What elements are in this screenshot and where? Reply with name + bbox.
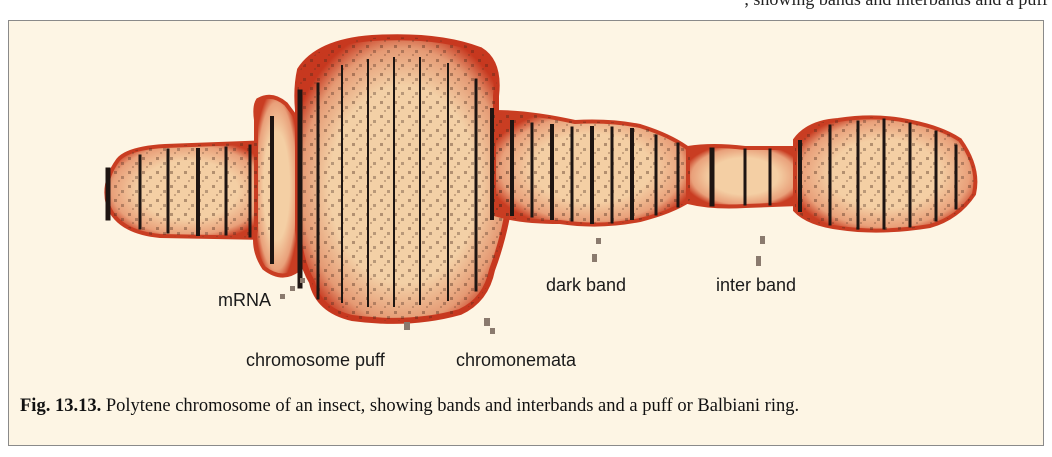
label-chromosome-puff: chromosome puff <box>246 350 385 371</box>
chromatin-speckle <box>106 37 975 321</box>
caption-figure-number: Fig. 13.13. <box>20 396 101 416</box>
caption-text: Polytene chromosome of an insect, showin… <box>101 396 799 416</box>
label-chromonemata: chromonemata <box>456 350 576 371</box>
label-dark-band: dark band <box>546 275 626 296</box>
figure-caption: Fig. 13.13. Polytene chromosome of an in… <box>20 396 799 417</box>
label-mrna: mRNA <box>218 290 271 311</box>
label-inter-band: inter band <box>716 275 796 296</box>
